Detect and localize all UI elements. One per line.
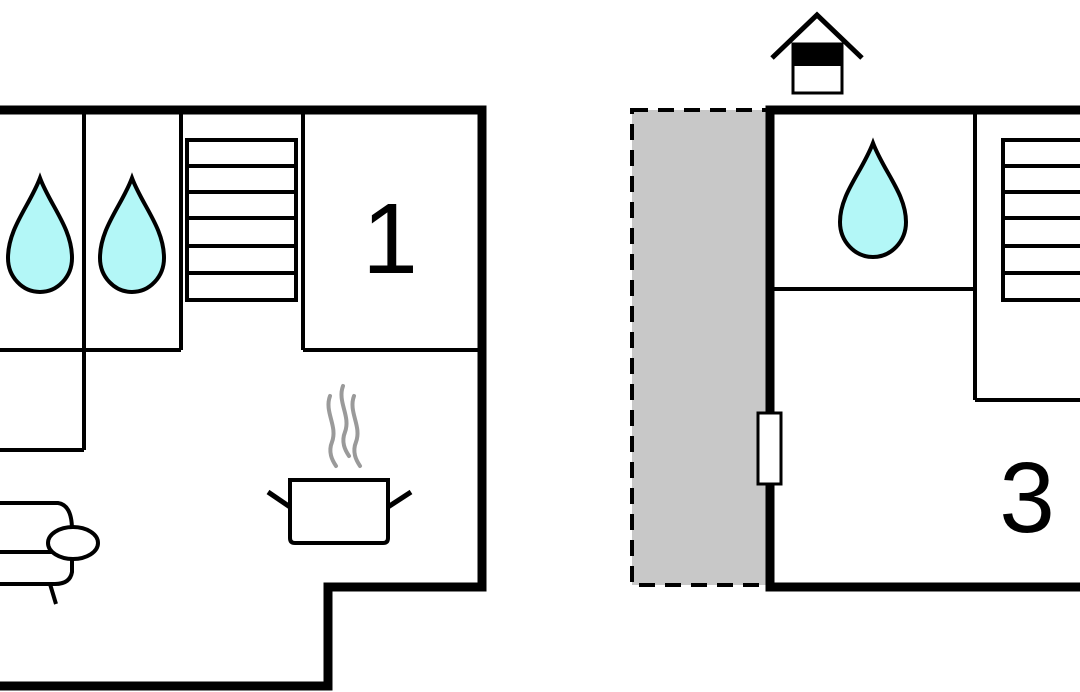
left-unit: 1 (0, 105, 487, 691)
room-number-3: 3 (999, 442, 1055, 554)
cooking-pot-icon (266, 478, 413, 545)
left-unit-interior-walls (0, 112, 478, 452)
armchair-icon (0, 501, 100, 605)
door-icon (756, 411, 783, 486)
right-unit-interior-walls (772, 112, 1080, 402)
water-drop-icon (5, 172, 75, 294)
steam-icon (326, 384, 362, 468)
terrace-area (630, 108, 772, 587)
right-unit-outer-wall (765, 105, 1080, 592)
stairs-icon (1001, 138, 1080, 302)
room-number-1: 1 (362, 183, 418, 295)
left-unit-outer-wall (0, 105, 487, 691)
water-drop-icon (837, 137, 909, 259)
stairs-icon (185, 138, 298, 302)
water-drop-icon (97, 172, 167, 294)
house-entrance-icon (770, 11, 864, 95)
right-unit: 3 (630, 11, 1080, 592)
